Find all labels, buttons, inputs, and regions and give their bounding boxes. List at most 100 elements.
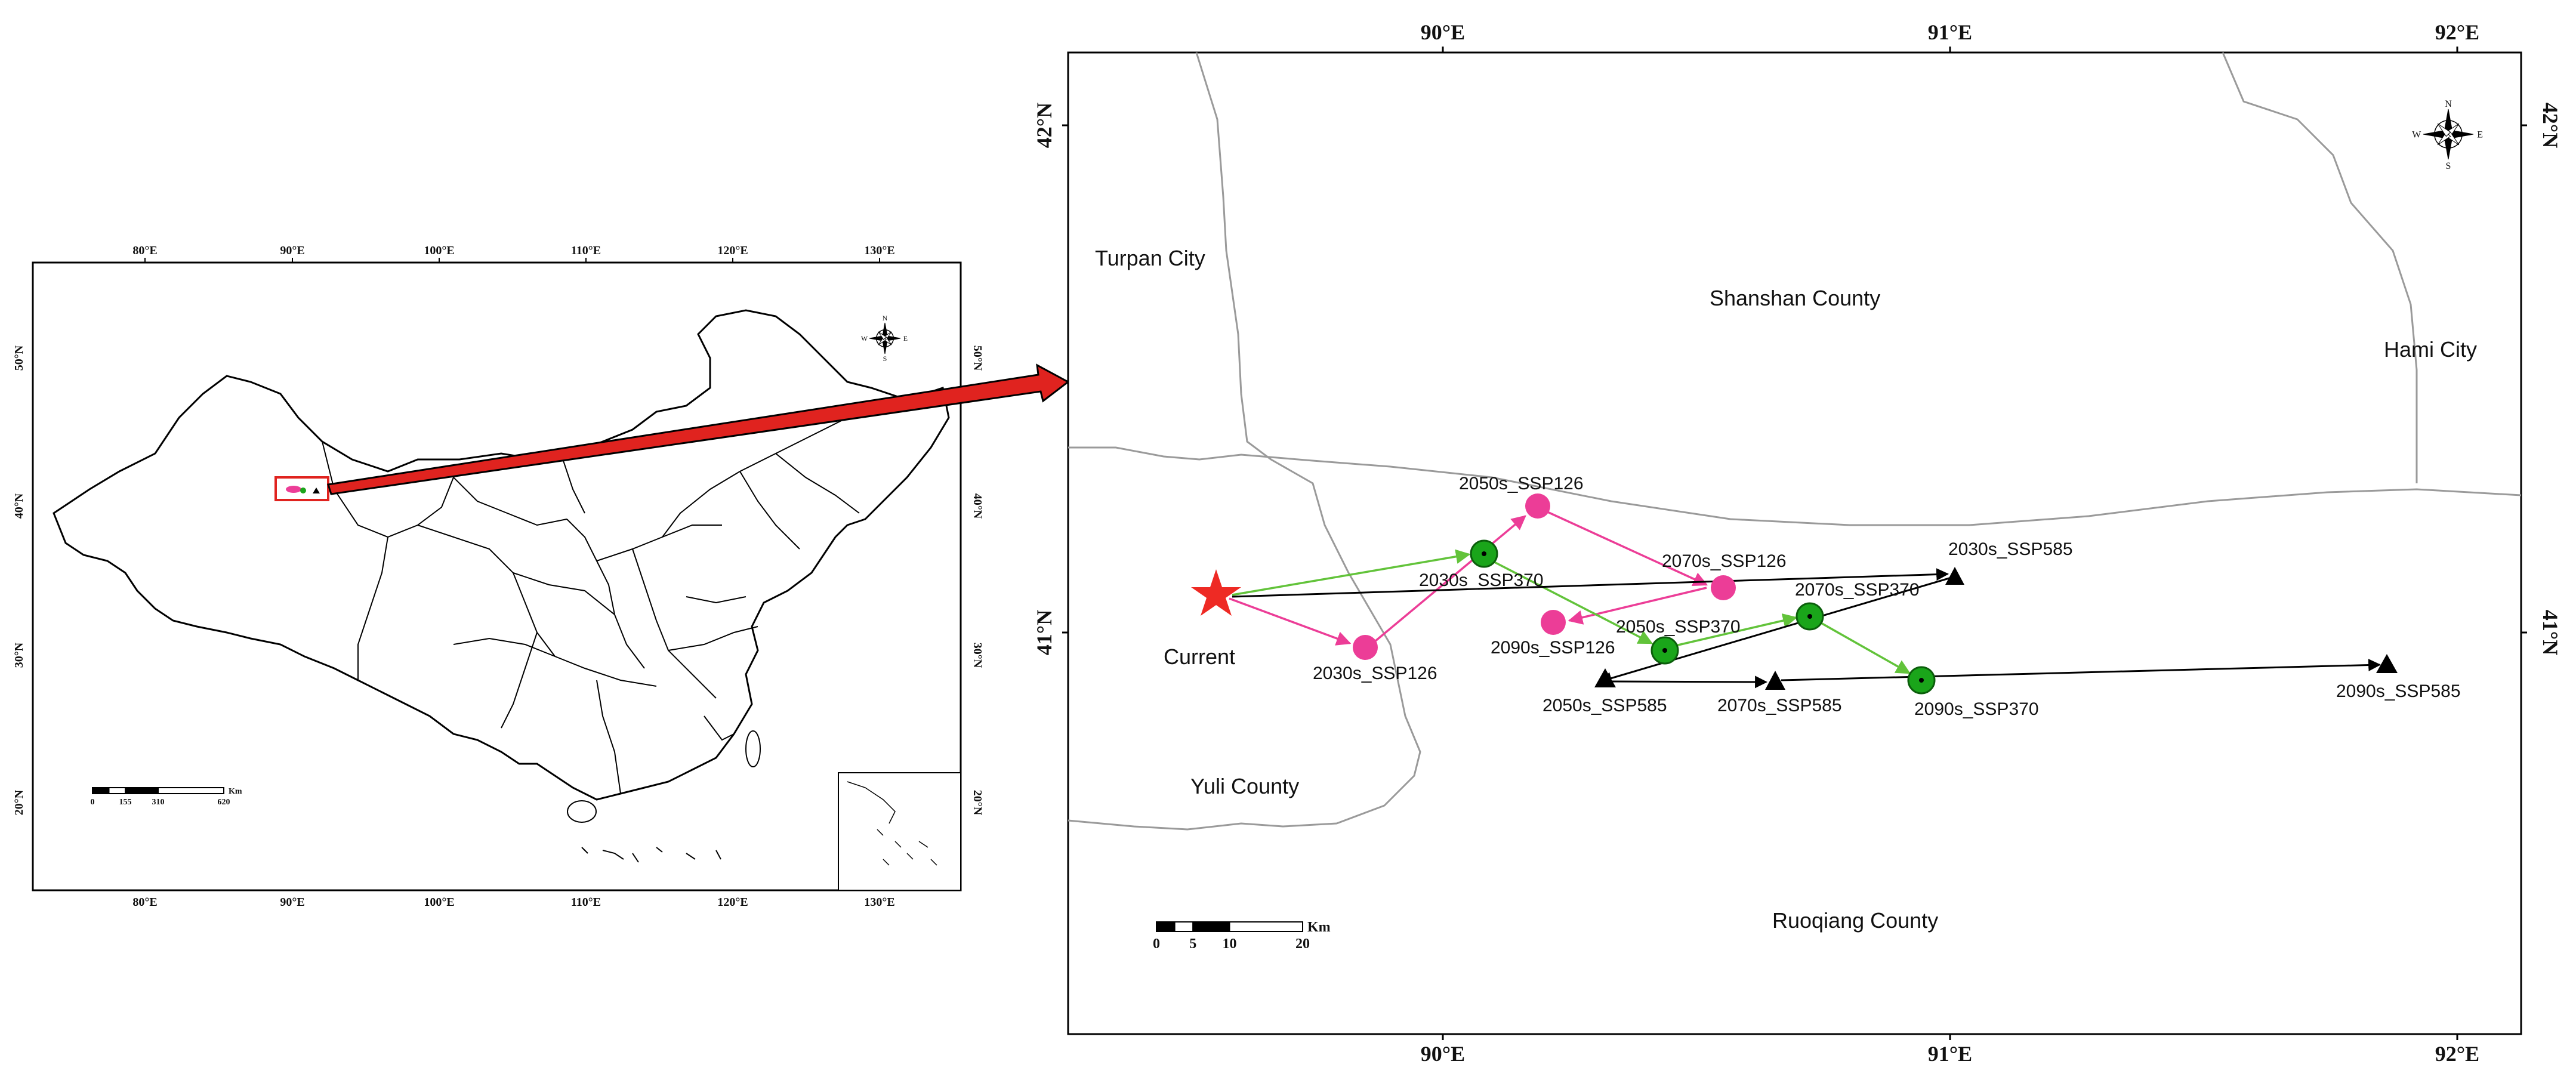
overview-top-tick-label: 130°E [864,244,894,257]
point-2050s-ssp585 [1594,668,1616,687]
label-2030s-ssp126: 2030s_SSP126 [1313,664,1437,683]
detail-map-frame [1067,51,2522,1035]
point-2050s-ssp370 [1651,636,1679,665]
overview-north-arrow: N S E W [861,314,908,363]
overview-scale-bar: 0 155 310 620 Km [91,787,242,807]
point-2030s-ssp126 [1353,635,1378,660]
detail-bottom-tick-label: 91°E [1928,1042,1972,1066]
overview-top-tick-label: 80°E [132,244,157,257]
label-2050s-ssp126: 2050s_SSP126 [1459,474,1584,493]
point-2070s-ssp126 [1711,575,1736,600]
point-2070s-ssp370 [1796,602,1824,631]
point-2090s-ssp585 [2376,654,2398,673]
boundary-county-north [1068,446,2522,526]
label-2090s-ssp126: 2090s_SSP126 [1491,638,1615,658]
label-2030s-ssp370: 2030s_SSP370 [1419,570,1544,590]
overview-top-tick-label: 90°E [280,244,304,257]
point-2050s-ssp126 [1525,493,1550,519]
study-area-highlight-box [274,476,329,501]
inset-coastline [847,781,937,866]
boundary-turpan-shanshan [1068,52,1421,831]
region-label-shanshan: Shanshan County [1710,286,1880,310]
pointer-arrow [327,363,1070,495]
overview-bottom-tick-label: 80°E [132,896,157,909]
scale-bar-tick-label: 620 [218,798,230,807]
point-2090s-ssp370 [1907,666,1936,695]
detail-frame-ticks [1062,47,2527,1040]
overview-bottom-tick-label: 90°E [280,896,304,909]
scale-bar-tick-label: 155 [119,798,132,807]
overview-left-tick-label: 20°N [13,789,26,815]
label-2070s-ssp370: 2070s_SSP370 [1795,580,1920,600]
overview-right-tick-label: 40°N [971,493,984,519]
boundary-hami-shanshan [2222,52,2418,483]
china-outline [53,309,950,801]
ssp585-path [1232,568,2381,689]
detail-top-tick-label: 90°E [1421,20,1465,44]
scale-bar-tick-label: 5 [1189,936,1196,952]
point-2070s-ssp585 [1765,671,1785,690]
point-2030s-ssp585 [1945,567,1964,585]
overview-graticule-labels: 80°E 90°E 100°E 110°E 120°E 130°E 80°E 90°E 100°… [13,244,984,909]
compass-w-label: W [2412,130,2421,140]
overview-right-tick-label: 30°N [971,643,984,668]
point-2090s-ssp126 [1541,610,1566,635]
detail-left-tick-label: 41°N [1032,610,1056,655]
compass-w-label: W [861,334,868,343]
label-2050s-ssp370: 2050s_SSP370 [1616,617,1741,637]
overview-right-tick-label: 50°N [971,345,984,371]
overview-bottom-tick-label: 100°E [424,896,454,909]
taiwan-island [745,730,761,767]
current-label: Current [1164,644,1235,669]
scale-bar-tick-label: 10 [1223,936,1237,952]
scale-bar-tick-label: 310 [152,798,165,807]
overview-top-tick-label: 100°E [424,244,454,257]
scale-bar-unit: Km [1307,920,1331,935]
overview-left-tick-label: 30°N [13,642,26,668]
point-2030s-ssp370 [1470,539,1498,568]
overview-bottom-tick-label: 130°E [864,896,894,909]
scale-bar-unit: Km [229,787,242,796]
county-boundaries [1068,52,2522,831]
ssp126-path [1229,506,1708,649]
detail-left-tick-label: 42°N [1032,103,1056,148]
scale-bar-tick-label: 20 [1295,936,1310,952]
detail-right-tick-label: 42°N [2538,103,2562,148]
region-label-yuli: Yuli County [1190,774,1299,798]
pointer-arrow-shape [327,363,1070,495]
overview-top-tick-label: 120°E [717,244,748,257]
detail-top-tick-label: 92°E [2435,20,2479,44]
study-area-mini-pink [286,486,301,493]
overview-top-tick-label: 110°E [571,244,601,257]
label-2090s-ssp585: 2090s_SSP585 [2336,681,2461,701]
label-2070s-ssp585: 2070s_SSP585 [1717,696,1842,715]
label-2070s-ssp126: 2070s_SSP126 [1662,551,1787,571]
ssp370-path [1232,549,1911,674]
overview-left-tick-label: 40°N [13,493,26,519]
south-china-sea-inset [838,772,961,891]
compass-n-label: N [883,314,888,322]
current-location-star [1191,569,1241,616]
overview-bottom-tick-label: 110°E [571,896,601,909]
compass-s-label: S [2446,161,2451,171]
overview-map [32,258,962,891]
study-area-mini-green [300,488,306,493]
detail-bottom-tick-label: 90°E [1421,1042,1465,1066]
detail-bottom-tick-label: 92°E [2435,1042,2479,1066]
region-label-ruoqiang: Ruoqiang County [1772,908,1938,933]
south-sea-islands [581,847,721,863]
compass-s-label: S [883,354,887,363]
region-label-turpan: Turpan City [1095,246,1205,270]
overview-bottom-tick-label: 120°E [717,896,748,909]
detail-map: Turpan City Shanshan County Hami City Yu… [1062,47,2527,1040]
compass-e-label: E [903,334,908,343]
hainan-island [567,800,597,823]
scale-bar-tick-label: 0 [91,798,95,807]
detail-top-tick-label: 91°E [1928,20,1972,44]
